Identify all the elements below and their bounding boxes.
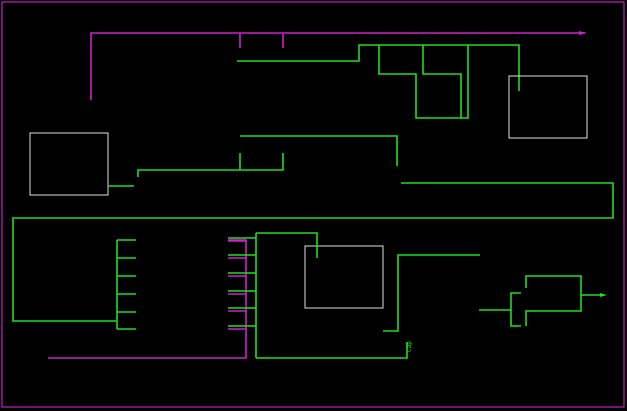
trace-center-bottom (256, 342, 408, 359)
trace-branch-a (378, 45, 469, 119)
trace-center-top (256, 232, 318, 258)
left-comb (116, 239, 136, 330)
block-center (304, 245, 384, 309)
trace-center-right (383, 254, 480, 332)
rc-bracket (510, 292, 521, 327)
middle-traces (12, 135, 614, 322)
right-comb-bus (48, 239, 247, 359)
trace-branch-b (422, 45, 462, 118)
top-bus-line (90, 32, 585, 100)
top-bus-arrow (579, 31, 587, 35)
small-mark-label: Cap (406, 341, 413, 352)
block-top-right (508, 75, 588, 139)
right-comb (48, 233, 257, 359)
upper-right-traces (237, 44, 520, 119)
trace-right-loop (12, 182, 614, 322)
rc-loop (525, 275, 582, 326)
top-bus (90, 31, 587, 100)
center-traces (256, 232, 480, 359)
trace-top-feed (237, 44, 520, 91)
rc-out-arrow (600, 293, 607, 297)
block-left (29, 132, 109, 196)
trace-mid-upper (240, 135, 398, 166)
trace-mid-feed (137, 153, 284, 177)
right-circuit (479, 275, 603, 327)
